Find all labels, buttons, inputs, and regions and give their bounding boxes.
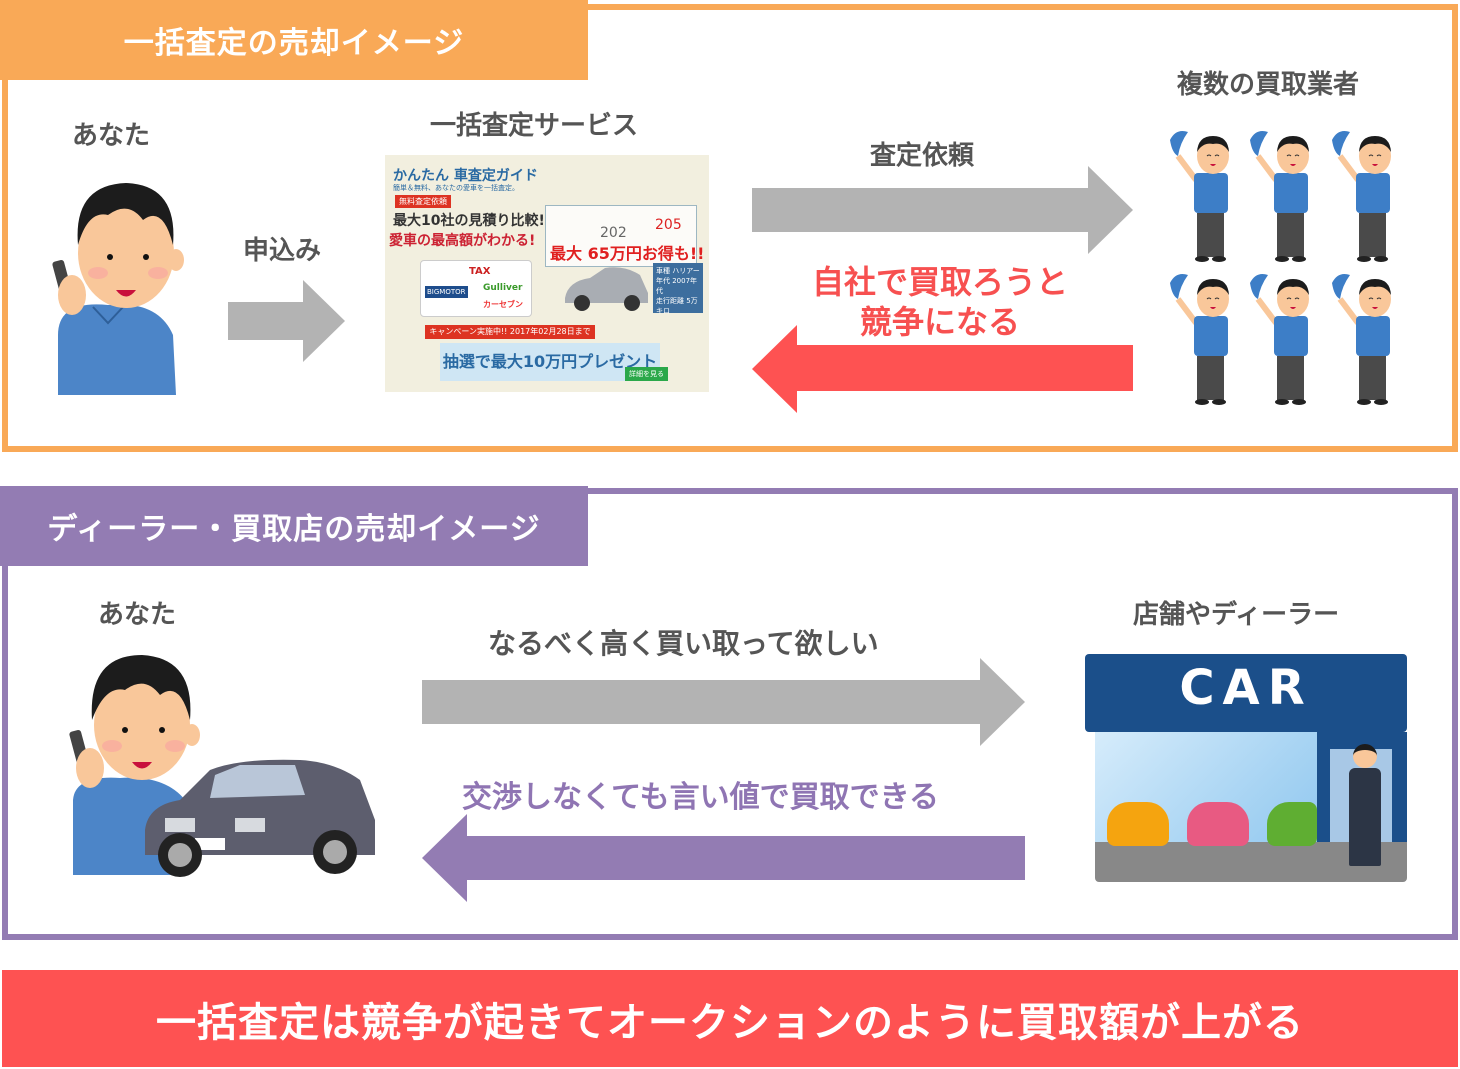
apply-label: 申込み [243, 236, 322, 266]
ad-car-info: 車種 ハリアー 年代 2007年代 走行距離 5万キロ [653, 263, 703, 315]
compete-arrow-icon [752, 325, 1133, 413]
buyer-icon [1248, 128, 1318, 263]
conclusion-banner: 一括査定は競争が起きてオークションのように買取額が上がる [2, 970, 1458, 1067]
ad-quote-board [545, 205, 697, 267]
dealer-title: ディーラー・買取店の売却イメージ [0, 486, 588, 566]
service-label: 一括査定サービス [430, 111, 639, 141]
ad-partners-box: TAX BIGMOTOR Gulliver カーセブン [420, 260, 532, 317]
ad-tagline: 簡単＆無料、あなたの愛車を一括査定。 [393, 184, 519, 192]
car-shop-icon: CAR [1085, 654, 1407, 890]
shop-sign: CAR [1179, 660, 1313, 716]
ad-headline2: 愛車の最高額がわかる! [389, 233, 536, 249]
you-label: あなた [72, 121, 151, 151]
person-phone-icon [52, 183, 184, 395]
ad-quote-b: 202 [600, 225, 627, 241]
buyer-icon [1330, 128, 1400, 263]
buyer-icon [1330, 271, 1400, 406]
ad-present: 抽選で最大10万円プレゼント [440, 343, 660, 381]
apply-arrow-icon [228, 280, 345, 362]
response-label: 交渉しなくても言い値で買取できる [462, 780, 939, 815]
want-arrow-icon [422, 658, 1025, 746]
request-label: 査定依頼 [870, 141, 975, 171]
ad-headline1: 最大10社の見積り比較! [393, 213, 545, 229]
buyer-icon [1168, 128, 1238, 263]
person-with-car-icon [69, 655, 375, 877]
request-arrow-icon [752, 166, 1133, 254]
ad-detail-button: 詳細を見る [625, 367, 668, 381]
compete-label: 自社で買取ろうと 競争になる [812, 263, 1069, 341]
buyer-icon [1168, 271, 1238, 406]
service-screenshot: かんたん 車査定ガイド 簡単＆無料、あなたの愛車を一括査定。 無料査定依頼 最大… [385, 155, 709, 392]
buyer-icon [1248, 271, 1318, 406]
buyers-group [1168, 128, 1408, 408]
ad-campaign: キャンペーン実施中!! 2017年02月28日まで [425, 325, 595, 339]
you-label-2: あなた [98, 600, 177, 630]
ad-quote-c: 205 [655, 217, 682, 233]
buyers-label: 複数の買取業者 [1177, 70, 1360, 100]
bulk-appraisal-title: 一括査定の売却イメージ [0, 0, 588, 80]
ad-badge: 無料査定依頼 [395, 195, 451, 208]
ad-car-icon [565, 267, 648, 311]
shop-label: 店舗やディーラー [1133, 600, 1340, 630]
want-label: なるべく高く買い取って欲しい [488, 627, 879, 660]
response-arrow-icon [422, 814, 1025, 902]
ad-site-name: かんたん 車査定ガイド [393, 168, 538, 184]
ad-max-savings: 最大 65万円お得も!! [550, 244, 705, 263]
